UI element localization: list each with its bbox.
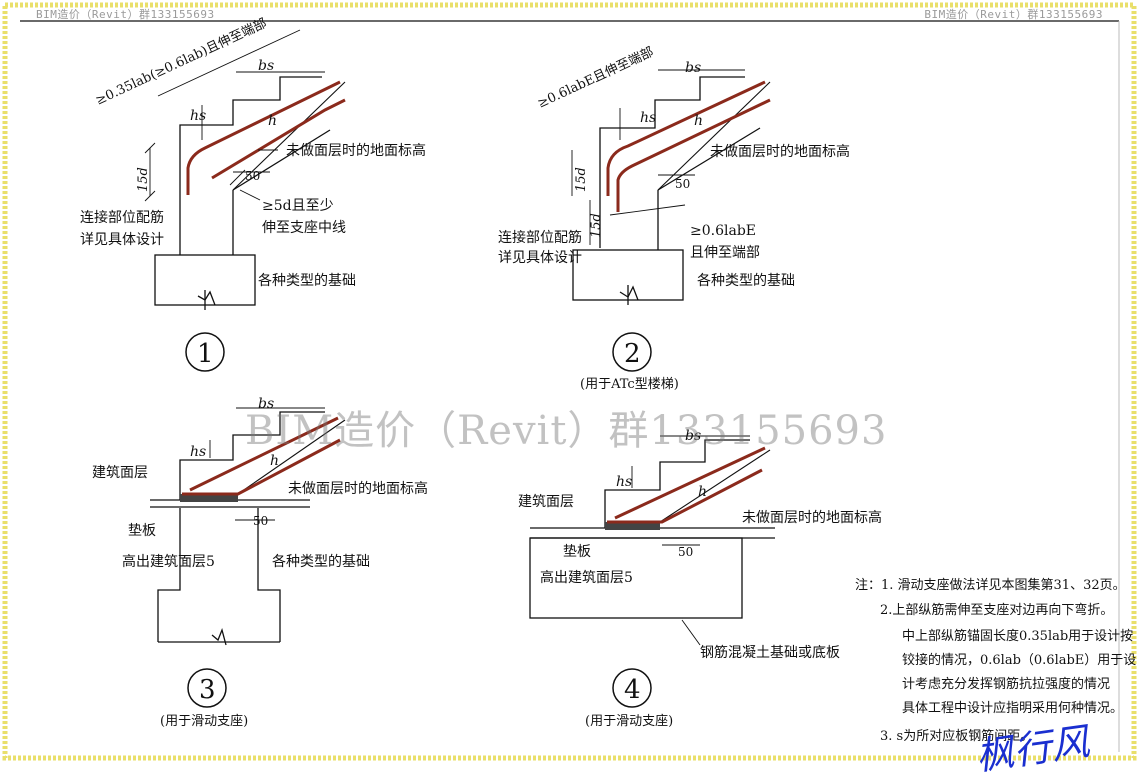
page-border [2, 2, 1137, 761]
header-right-text: BIM造价（Revit）群133155693 [924, 8, 1103, 21]
fig3-h-label: h [270, 453, 279, 469]
fig1-stair-top [179, 76, 322, 240]
figure-4 [529, 435, 775, 646]
fig3-rebar [182, 416, 341, 496]
note-line-5: 具体工程中设计应指明采用何种情况。 [902, 700, 1123, 716]
fig4-h-label: h [698, 484, 707, 500]
figure-3 [150, 407, 346, 646]
fig3-ground-label: 未做面层时的地面标高 [288, 480, 428, 497]
fig2-bs-label: bs [685, 60, 701, 76]
fig3-pad [180, 494, 238, 502]
fig2-15d-a-label: 15d [574, 167, 589, 192]
fig4-50-label: 50 [678, 545, 693, 559]
fig4-ground-label: 未做面层时的地面标高 [742, 509, 882, 526]
notes-block: 注：1. 滑动支座做法详见本图集第31、32页。 2.上部纵筋需伸至支座对边再向… [855, 577, 1136, 744]
note-line-2: 中上部纵筋锚固长度0.35lab用于设计按 [902, 628, 1133, 644]
fig3-50-label: 50 [253, 514, 268, 528]
fig2-conn1-label: 连接部位配筋 [498, 229, 582, 246]
fig2-caption: (用于ATc型楼梯) [580, 377, 679, 392]
fig2-rebar [606, 80, 771, 212]
fig4-foundation-label: 钢筋混凝土基础或底板 [700, 644, 840, 661]
fig1-rebar [186, 80, 346, 195]
figure-1 [144, 29, 346, 310]
note-line-3: 铰接的情况，0.6lab（0.6labE）用于设 [902, 652, 1136, 668]
fig3-pad-label: 垫板 [128, 523, 156, 539]
fig3-number: 3 [199, 675, 216, 705]
fig3-bs-label: bs [258, 396, 274, 412]
note-line-6: 3. s为所对应板钢筋间距。 [880, 728, 1033, 744]
fig4-number-circle [612, 668, 652, 708]
fig2-foundation-label: 各种类型的基础 [697, 272, 795, 289]
fig3-hs-label: hs [190, 444, 206, 460]
fig2-labE-label: ≥0.6labE [690, 223, 756, 239]
fig3-raised-label: 高出建筑面层5 [122, 553, 215, 570]
fig2-hs-label: hs [640, 110, 656, 126]
fig2-number-circle [612, 332, 652, 372]
header-left-text: BIM造价（Revit）群133155693 [36, 8, 215, 21]
fig2-15d-b-label: 15d [589, 213, 604, 238]
figure-2 [571, 69, 771, 305]
fig4-pad-label: 垫板 [563, 544, 591, 560]
note-line-4: 计考虑充分发挥钢筋抗拉强度的情况 [902, 676, 1110, 692]
fig4-hs-label: hs [616, 474, 632, 490]
fig3-number-circle [187, 668, 227, 708]
fig3-caption: (用于滑动支座) [160, 714, 248, 729]
fig3-building-layer-label: 建筑面层 [92, 465, 148, 481]
fig4-foundation [529, 537, 743, 619]
fig4-caption: (用于滑动支座) [585, 714, 673, 729]
fig3-foundation [157, 508, 181, 642]
fig2-conn2-label: 详见具体设计 [498, 250, 582, 266]
fig3-foundation-label: 各种类型的基础 [272, 553, 370, 570]
fig2-number: 2 [624, 339, 641, 369]
fig4-building-layer-label: 建筑面层 [518, 494, 574, 510]
fig4-rebar [607, 446, 766, 524]
fig4-pad [605, 522, 660, 530]
watermark-text: BIM造价（Revit）群133155693 [245, 408, 888, 454]
fig4-bs-label: bs [685, 428, 701, 444]
fig2-h-label: h [694, 113, 703, 129]
fig4-raised-label: 高出建筑面层5 [540, 569, 633, 586]
fig2-50-label: 50 [675, 177, 690, 191]
fig2-toend-label: 且伸至端部 [690, 245, 760, 261]
note-line-1: 2.上部纵筋需伸至支座对边再向下弯折。 [880, 602, 1113, 618]
fig4-number: 4 [624, 675, 641, 705]
fig2-ground-label: 未做面层时的地面标高 [710, 143, 850, 160]
note-line-0: 注：1. 滑动支座做法详见本图集第31、32页。 [855, 577, 1126, 593]
